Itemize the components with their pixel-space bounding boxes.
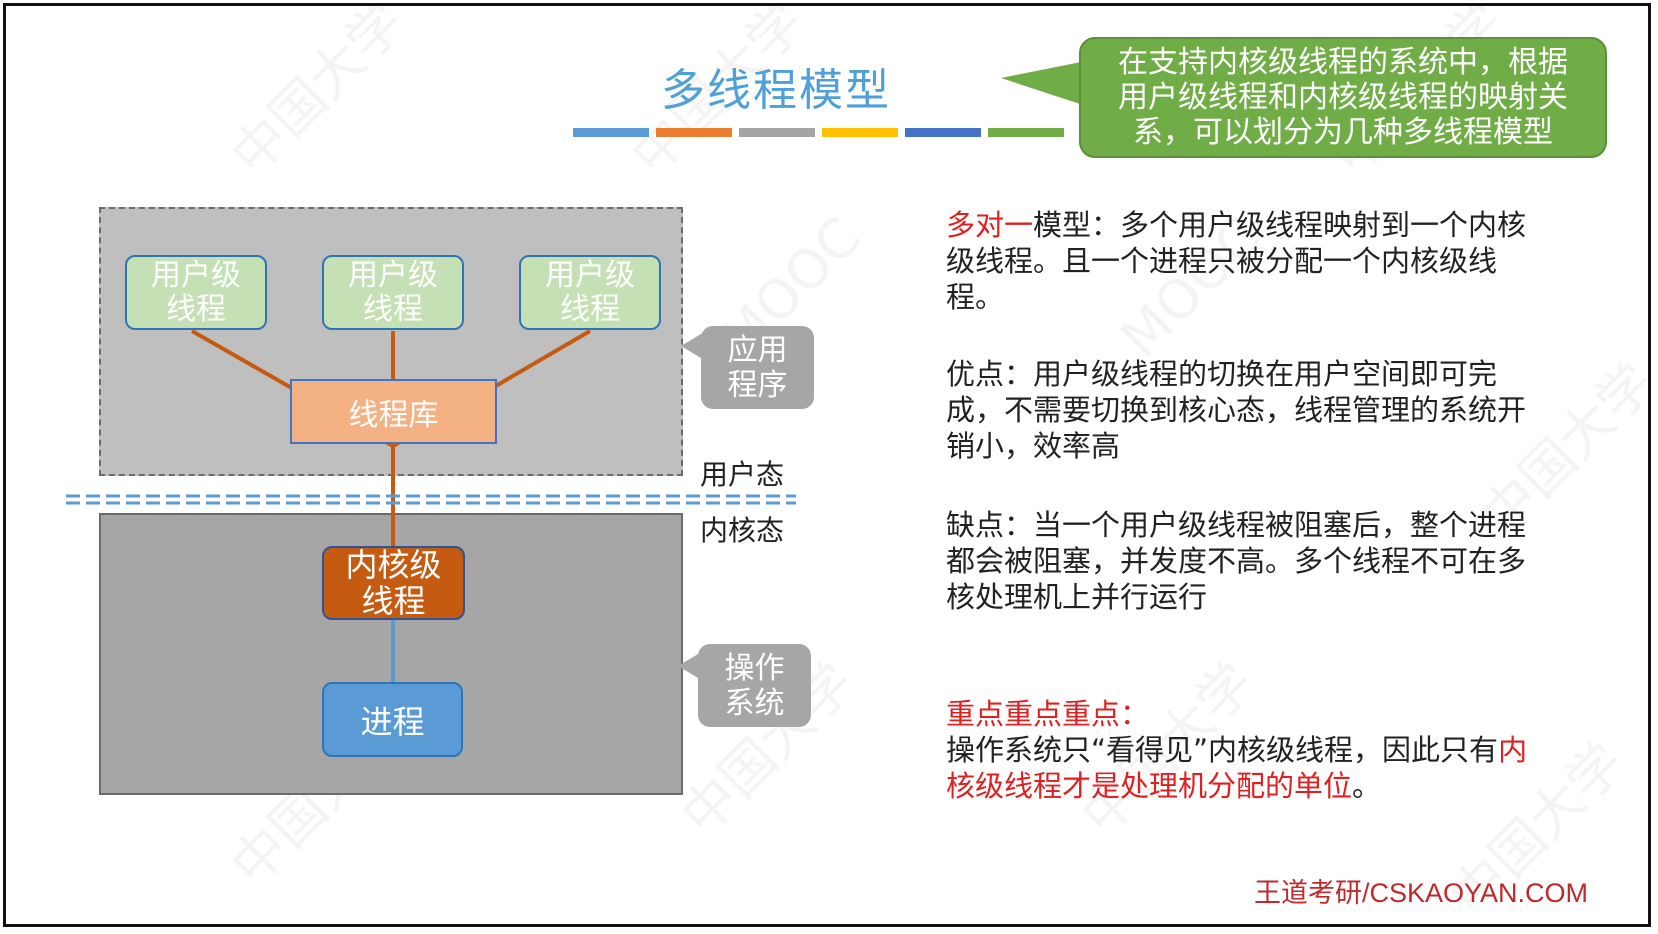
callout-pointer bbox=[1001, 61, 1086, 106]
title-stripe bbox=[656, 128, 732, 137]
callout-line: 用户级线程和内核级线程的映射关 bbox=[1118, 80, 1568, 115]
key-point-title: 重点重点重点： bbox=[946, 697, 1150, 731]
key-point-text: 操作系统只“看得见”内核级线程，因此只有 bbox=[946, 733, 1499, 767]
kernel-thread-box: 内核级 线程 bbox=[322, 546, 465, 620]
page-title: 多线程模型 bbox=[661, 65, 891, 116]
callout-mapping-note: 在支持内核级线程的系统中，根据 用户级线程和内核级线程的映射关 系，可以划分为几… bbox=[1079, 37, 1607, 158]
application-callout: 应用 程序 bbox=[701, 326, 814, 409]
title-stripe bbox=[905, 128, 981, 137]
title-stripe bbox=[988, 128, 1064, 137]
model-name-highlight: 多对一 bbox=[946, 208, 1034, 242]
disadvantages-paragraph: 缺点：当一个用户级线程被阻塞后，整个进程都会被阻塞，并发度不高。多个线程不可在多… bbox=[946, 508, 1527, 614]
model-description: 模型：多个用户级线程映射到一个内核级线程。且一个进程只被分配一个内核级线程。 bbox=[946, 208, 1527, 314]
user-thread-box: 用户级 线程 bbox=[322, 255, 464, 330]
key-point-highlight: 内核级线程才是处理机分配的单位 bbox=[946, 733, 1528, 803]
slide: 中国大学 中国大学 中国大学 MOOC MOOC 中国大学 中国大学 中国大学 … bbox=[3, 3, 1651, 927]
title-stripe bbox=[822, 128, 898, 137]
key-point-paragraph: 重点重点重点： 操作系统只“看得见”内核级线程，因此只有内核级线程才是处理机分配… bbox=[946, 696, 1546, 804]
title-stripe bbox=[739, 128, 815, 137]
key-point-end: 。 bbox=[1352, 769, 1382, 803]
title-stripe bbox=[573, 128, 649, 137]
callout-line: 在支持内核级线程的系统中，根据 bbox=[1118, 45, 1568, 80]
user-thread-box: 用户级 线程 bbox=[125, 255, 267, 330]
user-mode-label: 用户态 bbox=[700, 458, 785, 491]
advantages-paragraph: 优点：用户级线程的切换在用户空间即可完成，不需要切换到核心态，线程管理的系统开销… bbox=[946, 357, 1527, 463]
kernel-mode-label: 内核态 bbox=[700, 514, 785, 547]
many-to-one-description: 多对一模型：多个用户级线程映射到一个内核级线程。且一个进程只被分配一个内核级线程… bbox=[946, 207, 1546, 315]
os-callout-pointer bbox=[678, 651, 703, 681]
user-thread-box: 用户级 线程 bbox=[519, 255, 661, 330]
thread-library-box: 线程库 bbox=[290, 379, 497, 444]
process-box: 进程 bbox=[322, 682, 463, 757]
app-callout-pointer bbox=[681, 331, 706, 361]
footer-brand: 王道考研/CSKAOYAN.COM bbox=[1253, 878, 1588, 908]
os-callout: 操作 系统 bbox=[698, 644, 811, 727]
callout-line: 系，可以划分为几种多线程模型 bbox=[1133, 115, 1553, 150]
